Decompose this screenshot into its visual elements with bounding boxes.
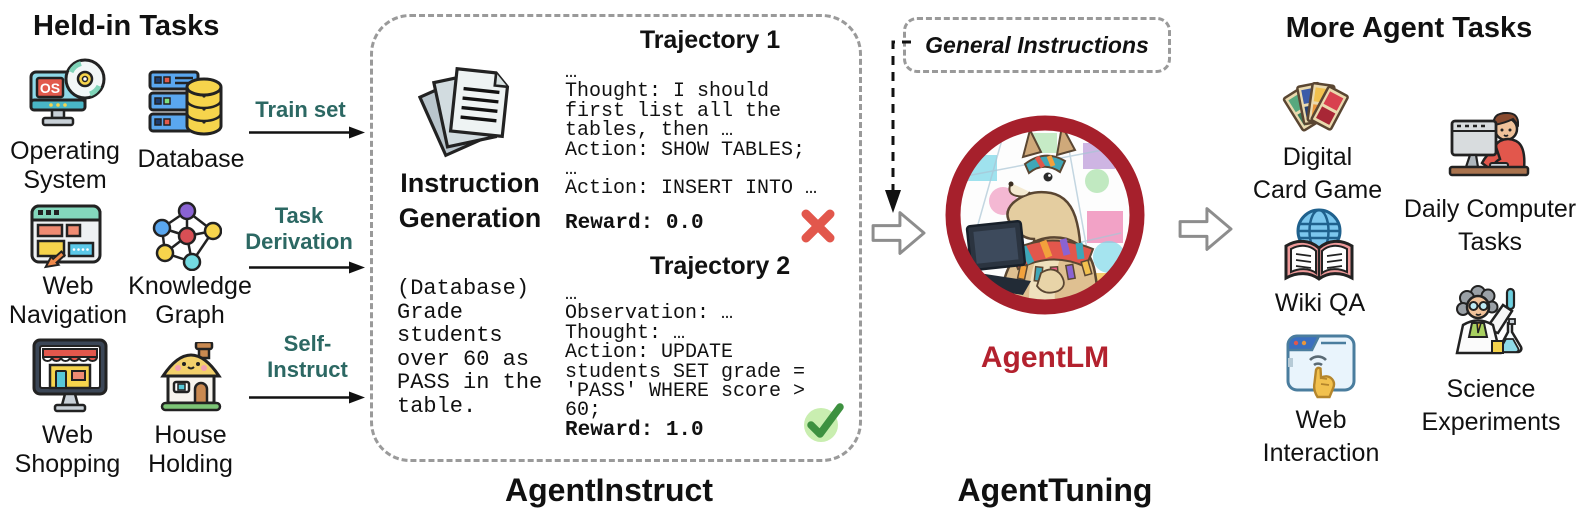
flow-label-train-set: Train set [255,97,346,122]
task-prompt-text: (Database) Grade students over 60 as PAS… [397,276,543,419]
agent-tuning-caption: AgentTuning [957,472,1153,508]
held-in-tasks-title: Held-in Tasks [33,10,220,42]
self-instruct-arrow [249,391,365,404]
web-navigation-icon [30,204,102,269]
task-label-science-experiments: Science Experiments [1421,375,1561,436]
general-instructions-box: General Instructions [903,17,1171,73]
task-label-operating-system: Operating System [10,137,120,194]
general-instructions-label: General Instructions [925,31,1149,58]
block-arrow-to-more-tasks [1178,207,1233,251]
instruction-generation-label: Instruction Generation [398,168,542,234]
trajectory-2-reward: Reward: 1.0 [565,419,704,442]
fail-x-icon [801,209,835,243]
trajectory-2-body: … Observation: … Thought: … Action: UPDA… [565,283,806,423]
science-experiments-icon [1455,285,1523,355]
agent-instruct-caption: AgentInstruct [505,472,713,508]
web-interaction-icon [1286,334,1356,399]
train-set-arrow [249,126,365,139]
general-instructions-dashed-arrow [885,40,911,213]
task-label-database: Database [137,145,245,173]
task-derivation-arrow [249,261,365,274]
trajectory-1-title: Trajectory 1 [639,26,781,54]
task-label-web-shopping: Web Shopping [14,421,121,478]
operating-system-icon: OS [29,58,106,127]
task-label-daily-computer-tasks: Daily Computer Tasks [1403,195,1577,256]
database-icon [148,70,223,136]
digital-card-game-icon [1282,81,1349,132]
instruction-generation-docs-icon [418,67,510,158]
task-label-web-interaction: Web Interaction [1262,406,1380,467]
agentlm-llama-logo [945,115,1145,315]
house-holding-icon [160,342,222,412]
task-label-wiki-qa: Wiki QA [1274,289,1366,317]
trajectory-2-title: Trajectory 2 [649,252,791,280]
trajectory-1-reward: Reward: 0.0 [565,212,704,235]
flow-label-task-derivation: Task Derivation [245,203,353,255]
task-label-knowledge-graph: Knowledge Graph [128,272,252,329]
task-label-digital-card-game: Digital Card Game [1252,143,1383,204]
knowledge-graph-icon [152,201,222,271]
task-label-web-navigation: Web Navigation [8,272,128,329]
svg-text:OS: OS [40,80,60,96]
success-check-icon [804,403,844,442]
flow-label-self-instruct: Self- Instruct [267,331,348,383]
more-agent-tasks-title: More Agent Tasks [1285,12,1533,44]
wiki-qa-icon [1284,208,1354,281]
web-shopping-icon [32,338,108,413]
agentlm-model-name: AgentLM [980,341,1110,374]
block-arrow-to-agentlm [871,211,926,255]
trajectory-1-body: … Thought: I should first list all the t… [565,61,818,201]
daily-computer-tasks-icon [1448,111,1530,177]
task-label-house-holding: House Holding [148,421,233,478]
